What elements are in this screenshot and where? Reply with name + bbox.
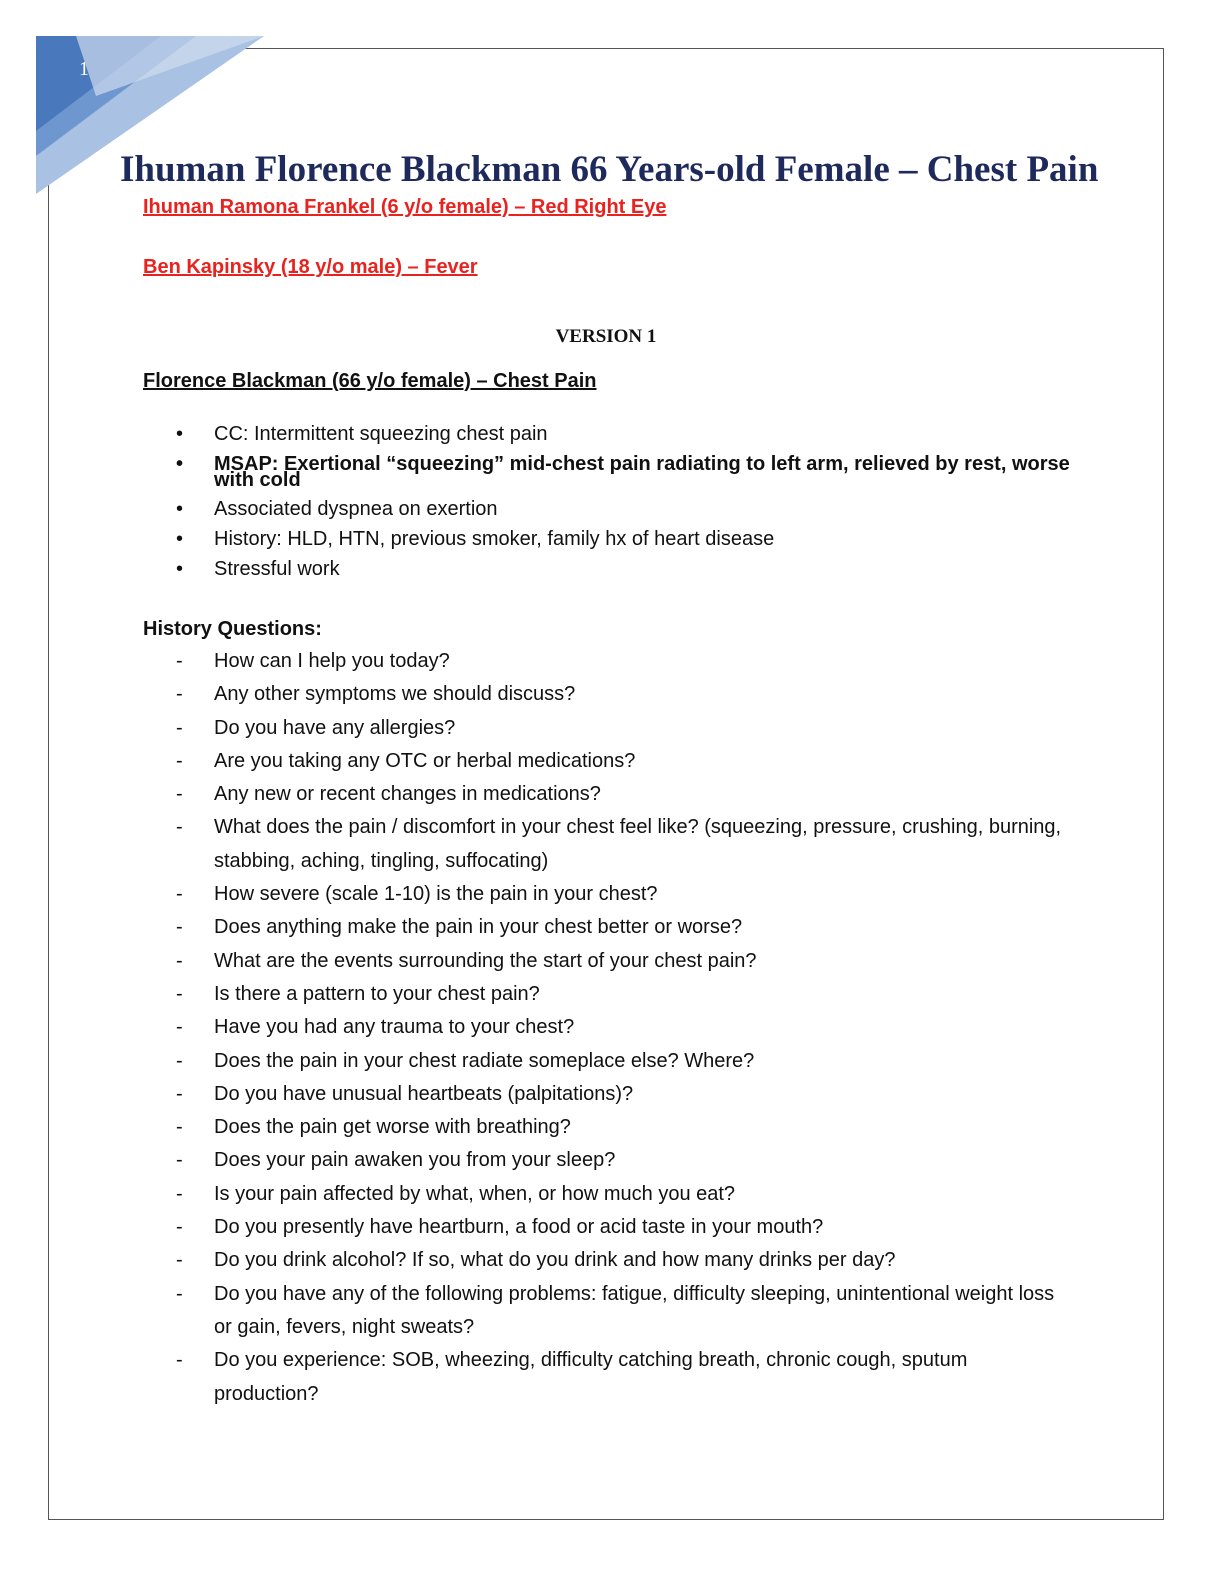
bullet-text: Stressful work xyxy=(214,558,340,580)
dash-icon: - xyxy=(176,1182,183,1205)
question-text: What are the events surrounding the star… xyxy=(214,949,757,972)
list-item: - Do you have unusual heartbeats (palpita… xyxy=(143,1078,1073,1111)
dash-icon: - xyxy=(176,1082,183,1105)
dash-icon: - xyxy=(176,1249,183,1272)
dash-icon: - xyxy=(176,1349,183,1372)
question-text: Do you have unusual heartbeats (palpitat… xyxy=(214,1082,634,1105)
question-text: Is your pain affected by what, when, or … xyxy=(214,1182,736,1205)
list-item: - Does the pain in your chest radiate som… xyxy=(143,1045,1073,1078)
question-text: Do you have any allergies? xyxy=(214,716,456,739)
bullet-icon: • xyxy=(176,423,184,445)
list-item: - Is your pain affected by what, when, or… xyxy=(143,1178,1073,1211)
dash-icon: - xyxy=(176,1016,183,1039)
bullet-text: History: HLD, HTN, previous smoker, fami… xyxy=(214,528,775,550)
list-item: - Do you have any allergies? xyxy=(143,712,1073,745)
dash-icon: - xyxy=(176,1282,183,1305)
question-text: Does your pain awaken you from your slee… xyxy=(214,1149,616,1172)
bullet-text: CC: Intermittent squeezing chest pain xyxy=(214,423,548,445)
dash-icon: - xyxy=(176,982,183,1005)
dash-icon: - xyxy=(176,1049,183,1072)
bullet-icon: • xyxy=(176,558,184,580)
question-text: Does the pain in your chest radiate some… xyxy=(214,1049,755,1072)
question-text: How severe (scale 1-10) is the pain in y… xyxy=(214,883,658,906)
dash-icon: - xyxy=(176,949,183,972)
bullet-text: MSAP: Exertional “squeezing” mid-chest p… xyxy=(214,453,1070,491)
list-item: - What does the pain / discomfort in your… xyxy=(143,811,1073,878)
dash-icon: - xyxy=(176,1216,183,1239)
question-text: Is there a pattern to your chest pain? xyxy=(214,982,540,1005)
question-text: Any other symptoms we should discuss? xyxy=(214,683,576,706)
list-item: - Does your pain awaken you from your sle… xyxy=(143,1144,1073,1177)
summary-list: • CC: Intermittent squeezing chest pain … xyxy=(143,420,1093,583)
list-item: - What are the events surrounding the sta… xyxy=(143,945,1073,978)
page-border xyxy=(48,48,1164,1520)
dash-icon: - xyxy=(176,749,183,772)
list-item: - Are you taking any OTC or herbal medica… xyxy=(143,745,1073,778)
list-item: - Any other symptoms we should discuss? xyxy=(143,678,1073,711)
dash-icon: - xyxy=(176,1149,183,1172)
history-questions-list: - How can I help you today? - Any other sy… xyxy=(143,645,1073,1411)
dash-icon: - xyxy=(176,883,183,906)
list-item: - Any new or recent changes in medication… xyxy=(143,778,1073,811)
list-item: - Do you experience: SOB, wheezing, diffi… xyxy=(143,1344,1073,1411)
dash-icon: - xyxy=(176,1116,183,1139)
link-ramona-frankel[interactable]: Ihuman Ramona Frankel (6 y/o female) – R… xyxy=(143,196,667,218)
link-ben-kapinsky[interactable]: Ben Kapinsky (18 y/o male) – Fever xyxy=(143,256,478,278)
bullet-icon: • xyxy=(176,498,184,520)
dash-icon: - xyxy=(176,650,183,672)
bullet-icon: • xyxy=(176,528,184,550)
list-item: • CC: Intermittent squeezing chest pain xyxy=(143,420,1093,448)
list-item: - How severe (scale 1-10) is the pain in … xyxy=(143,878,1073,911)
list-item: - Does anything make the pain in your che… xyxy=(143,911,1073,944)
question-text: Have you had any trauma to your chest? xyxy=(214,1016,575,1039)
dash-icon: - xyxy=(176,783,183,806)
list-item: • History: HLD, HTN, previous smoker, fa… xyxy=(143,525,1093,553)
list-item: - Do you drink alcohol? If so, what do yo… xyxy=(143,1244,1073,1277)
list-item: • MSAP: Exertional “squeezing” mid-chest… xyxy=(143,450,1093,494)
list-item: - Have you had any trauma to your chest? xyxy=(143,1011,1073,1044)
question-text: Are you taking any OTC or herbal medicat… xyxy=(214,749,636,772)
bullet-text: Associated dyspnea on exertion xyxy=(214,498,498,520)
question-text: Do you have any of the following problem… xyxy=(214,1282,1055,1338)
case-heading: Florence Blackman (66 y/o female) – Ches… xyxy=(143,370,597,392)
question-text: Do you experience: SOB, wheezing, diffic… xyxy=(214,1349,968,1405)
page-number: 1 xyxy=(79,58,89,80)
list-item: - Do you presently have heartburn, a food… xyxy=(143,1211,1073,1244)
version-label: VERSION 1 xyxy=(555,326,657,347)
list-item: • Stressful work xyxy=(143,555,1093,583)
question-text: How can I help you today? xyxy=(214,650,450,672)
question-text: Do you drink alcohol? If so, what do you… xyxy=(214,1249,896,1272)
list-item: - Do you have any of the following proble… xyxy=(143,1278,1073,1345)
list-item: - How can I help you today? xyxy=(143,645,1073,678)
question-text: Do you presently have heartburn, a food … xyxy=(214,1216,824,1239)
question-text: Does anything make the pain in your ches… xyxy=(214,916,743,939)
corner-decoration xyxy=(36,36,264,194)
question-text: Does the pain get worse with breathing? xyxy=(214,1116,571,1139)
question-text: What does the pain / discomfort in your … xyxy=(214,816,1062,872)
dash-icon: - xyxy=(176,916,183,939)
dash-icon: - xyxy=(176,683,183,706)
history-questions-heading: History Questions: xyxy=(143,618,322,640)
dash-icon: - xyxy=(176,816,183,839)
question-text: Any new or recent changes in medications… xyxy=(214,783,601,806)
dash-icon: - xyxy=(176,716,183,739)
list-item: • Associated dyspnea on exertion xyxy=(143,495,1093,523)
list-item: - Is there a pattern to your chest pain? xyxy=(143,978,1073,1011)
list-item: - Does the pain get worse with breathing? xyxy=(143,1111,1073,1144)
document-title: Ihuman Florence Blackman 66 Years-old Fe… xyxy=(120,149,1099,190)
bullet-icon: • xyxy=(176,453,184,475)
